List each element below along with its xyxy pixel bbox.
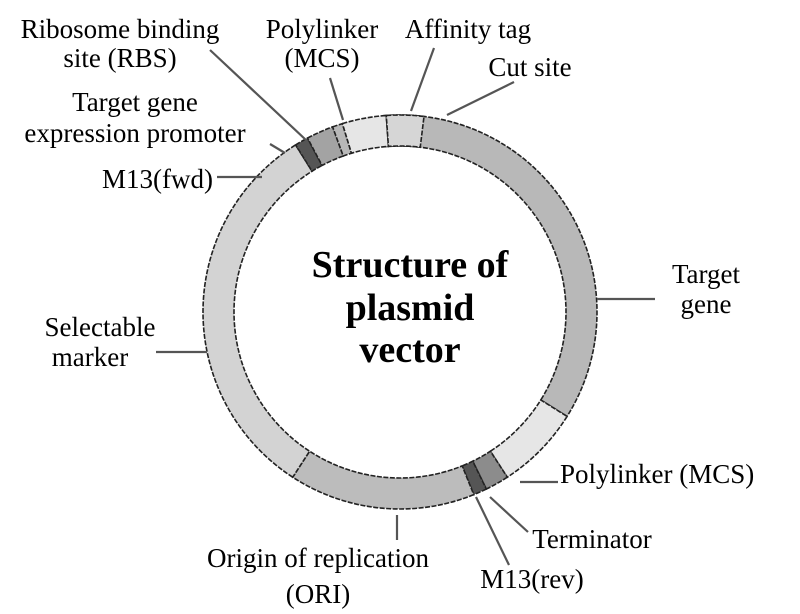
leader-affinity-tag — [409, 47, 436, 112]
label-rbs: Ribosome binding site (RBS) — [21, 14, 220, 73]
ring-segment-polylinker-mcs-1 — [341, 114, 390, 155]
label-selectable-marker: Selectable marker — [45, 312, 156, 372]
plasmid-ring — [202, 114, 598, 510]
label-terminator: Terminator — [532, 524, 652, 554]
ring-segment-m13-rev — [461, 460, 488, 496]
ring-segment-promoter — [306, 125, 345, 167]
label-cut-site: Cut site — [488, 52, 571, 82]
leader-m13-rev — [475, 496, 510, 566]
ring-segment-cut-site-target-gene — [381, 114, 598, 418]
diagram-title: Structure of plasmid vector — [312, 244, 510, 371]
label-selectable-marker-line-2: marker — [52, 342, 128, 372]
label-m13-fwd: M13(fwd) — [102, 164, 213, 194]
ring-segment-origin-of-replication — [291, 450, 475, 510]
label-target-gene-line-1: Target — [672, 259, 741, 289]
label-ori: Origin of replication (ORI) — [207, 543, 429, 609]
label-polylinker-top-line-1: Polylinker — [266, 14, 379, 44]
label-promoter-line-2: expression promoter — [24, 118, 245, 148]
label-affinity-tag: Affinity tag — [405, 14, 531, 44]
leader-terminator — [489, 496, 529, 533]
leader-rbs — [209, 49, 307, 141]
label-ori-line-1: Origin of replication — [207, 543, 429, 573]
label-selectable-marker-line-1: Selectable — [45, 312, 156, 342]
label-ori-line-2: (ORI) — [286, 579, 350, 609]
label-promoter: Target gene expression promoter — [24, 87, 245, 148]
label-rbs-line-2: site (RBS) — [63, 43, 176, 73]
label-target-gene: Target gene — [672, 259, 741, 319]
label-polylinker-top-line-2: (MCS) — [284, 43, 359, 73]
title-line-2: plasmid — [346, 287, 475, 329]
label-target-gene-line-2: gene — [681, 289, 732, 319]
ring-segment-selectable-marker — [202, 143, 314, 479]
ring-segment-affinity-tag — [385, 114, 425, 149]
title-line-3: vector — [359, 329, 460, 371]
label-polylinker-top: Polylinker (MCS) — [266, 14, 379, 73]
ring-segment-m13-fwd — [294, 136, 324, 173]
label-promoter-line-1: Target gene — [72, 87, 198, 117]
label-m13-rev: M13(rev) — [480, 564, 583, 594]
title-line-1: Structure of — [312, 244, 510, 286]
label-rbs-line-1: Ribosome binding — [21, 14, 220, 44]
leader-promoter — [269, 143, 286, 154]
label-polylinker-bottom: Polylinker (MCS) — [560, 459, 754, 489]
leader-polylinker-top — [328, 77, 345, 121]
ring-segment-polylinker-mcs-2 — [489, 398, 569, 479]
leader-cut-site — [446, 81, 515, 116]
leader-lines — [156, 47, 655, 566]
